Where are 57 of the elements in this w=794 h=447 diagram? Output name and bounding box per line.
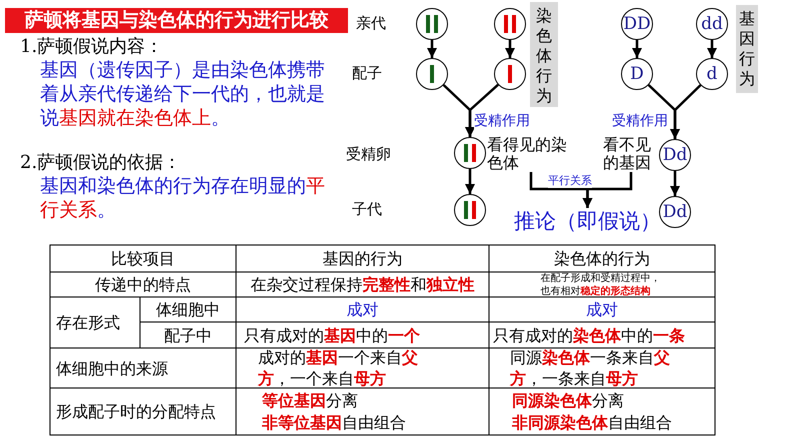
table-text: 成对 [346, 299, 378, 320]
table-text: 体细胞中 [156, 299, 220, 320]
table-text: 同源染色体分离 [512, 390, 624, 410]
arrow [582, 172, 632, 208]
chromosome-circle [494, 8, 526, 40]
table-text: 成对的基因一个来自父方，一个来自母方 [258, 347, 419, 389]
paragraph: 基因和染色体的行为存在明显的平行关系。 [40, 174, 326, 222]
edge-label: 受精作用 [612, 112, 668, 130]
table-text: 基因的行为 [322, 248, 402, 269]
table-text: 成对 [586, 299, 618, 320]
table-text: 非等位基因自由组合 [262, 412, 406, 432]
arrow [670, 84, 702, 139]
table-text: 配子中 [164, 324, 212, 346]
arrow [632, 40, 642, 58]
paragraph: 基因（遗传因子）是由染色体携带着从亲代传递给下一代的，也就是说基因就在染色体上。 [40, 58, 326, 130]
arrow [707, 40, 717, 58]
section-heading: 2.萨顿假说的依据： [20, 151, 182, 174]
table-text: 只有成对的染色体中的一条 [493, 324, 685, 346]
section-heading: 1.萨顿假说内容： [20, 35, 164, 58]
table-text: 比较项目 [111, 248, 175, 269]
table-text: 在配子形成和受精过程中，也有相对稳定的形态结构 [540, 272, 662, 298]
arrow [505, 40, 515, 58]
chromosome-circle [494, 58, 526, 90]
chromosome-circle [416, 58, 448, 90]
gene-circle: Dd [659, 139, 691, 171]
table-text: 体细胞中的来源 [56, 358, 168, 378]
table-text: 在杂交过程保持完整性和独立性 [250, 274, 474, 295]
edge-label: 平行关系 [548, 173, 592, 188]
conclusion-text: 推论（即假说） [514, 208, 661, 234]
row-label: 受精卵 [346, 145, 391, 164]
row-label: 亲代 [356, 14, 386, 33]
arrow [427, 40, 437, 58]
table-text: 存在形式 [56, 312, 120, 333]
table-text: 同源染色体一条来自父方，一条来自母方 [510, 347, 671, 389]
gene-circle: D [621, 58, 653, 90]
row-label: 子代 [352, 200, 382, 219]
table-text: 非同源染色体自由组合 [512, 412, 672, 432]
table-text: 传递中的特点 [95, 274, 191, 295]
chromosome-circle [416, 8, 448, 40]
caption-box: 基因行为 [736, 5, 758, 93]
gene-circle: dd [696, 8, 728, 40]
chromosome-circle [454, 137, 486, 169]
table-text: 等位基因分离 [262, 390, 358, 410]
table-text: 形成配子时的分配特点 [56, 401, 216, 422]
table-text: 只有成对的基因中的一个 [244, 324, 420, 346]
arrow [670, 171, 680, 196]
gene-circle: d [696, 58, 728, 90]
gene-circle: Dd [659, 196, 691, 228]
caption-box: 染色体行为 [530, 2, 558, 107]
arrow [465, 84, 499, 137]
arrow [465, 169, 475, 194]
gene-circle: DD [621, 8, 653, 40]
chromosome-circle [454, 194, 486, 226]
table-text: 染色体的行为 [554, 248, 650, 269]
title-banner: 萨顿将基因与染色体的行为进行比较 [5, 8, 348, 33]
row-label: 配子 [352, 64, 382, 83]
edge-label: 受精作用 [474, 112, 530, 130]
